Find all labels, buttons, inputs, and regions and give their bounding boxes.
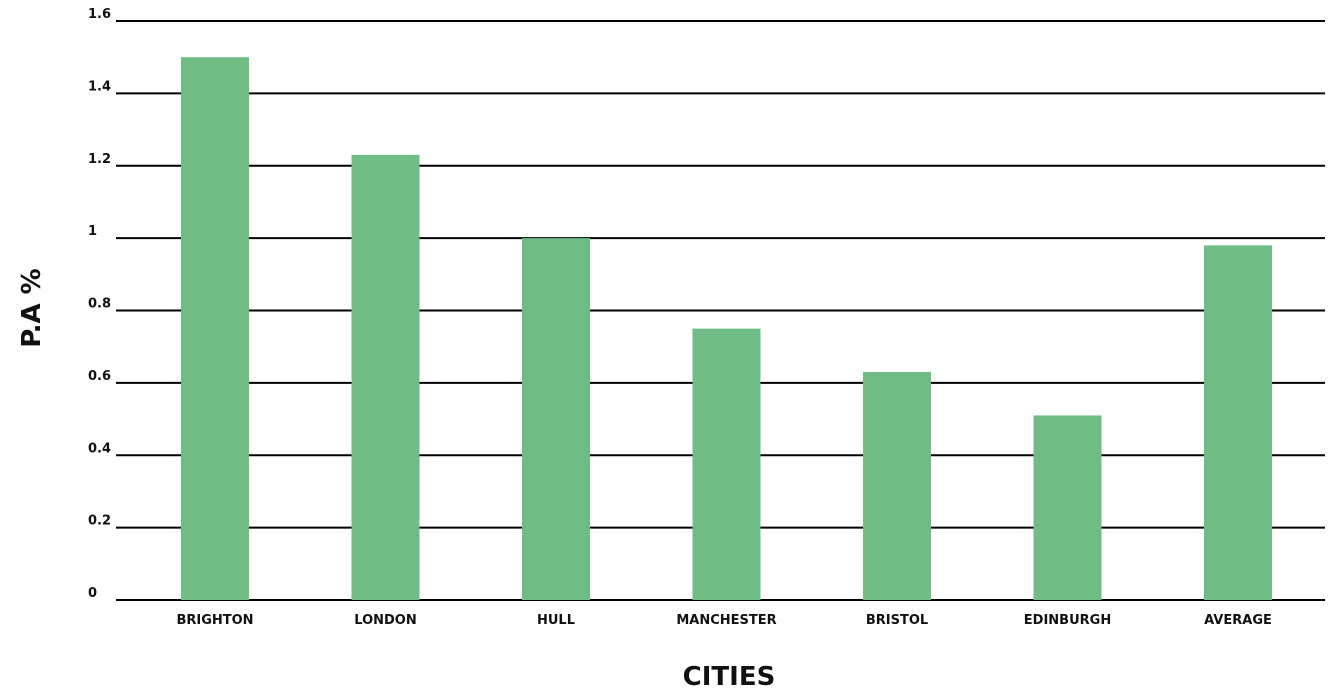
y-tick-label: 0.4 [88,441,111,456]
y-tick-label: 0.6 [88,369,111,384]
x-category-label: AVERAGE [1204,613,1272,628]
bar [692,328,761,600]
x-axis-title: CITIES [683,662,776,689]
bar [1033,415,1102,600]
x-category-label: MANCHESTER [676,613,776,628]
bar [181,57,249,600]
bar [863,372,931,600]
x-category-label: BRIGHTON [176,613,253,628]
x-category-label: HULL [537,613,575,628]
bar [1204,245,1272,601]
y-tick-label: 1.4 [88,79,111,94]
y-tick-label: 0 [88,586,97,601]
gridlines [116,20,1325,601]
bar [522,238,590,600]
y-tick-labels: 0 0.2 0.4 0.6 0.8 1 1.2 1.4 1.6 [88,7,111,601]
y-axis-title: P.A % [17,268,47,347]
bars [181,57,1272,601]
x-category-label: EDINBURGH [1024,613,1111,628]
y-tick-label: 0.8 [88,297,111,312]
y-tick-label: 1 [88,224,97,239]
bar [351,154,420,601]
y-tick-label: 1.6 [88,7,111,22]
y-tick-label: 1.2 [88,152,111,167]
x-category-label: BRISTOL [866,613,928,628]
y-tick-label: 0.2 [88,514,111,529]
x-category-label: LONDON [354,613,416,628]
x-category-labels: BRIGHTON LONDON HULL MANCHESTER BRISTOL EDINB… [176,613,1271,628]
